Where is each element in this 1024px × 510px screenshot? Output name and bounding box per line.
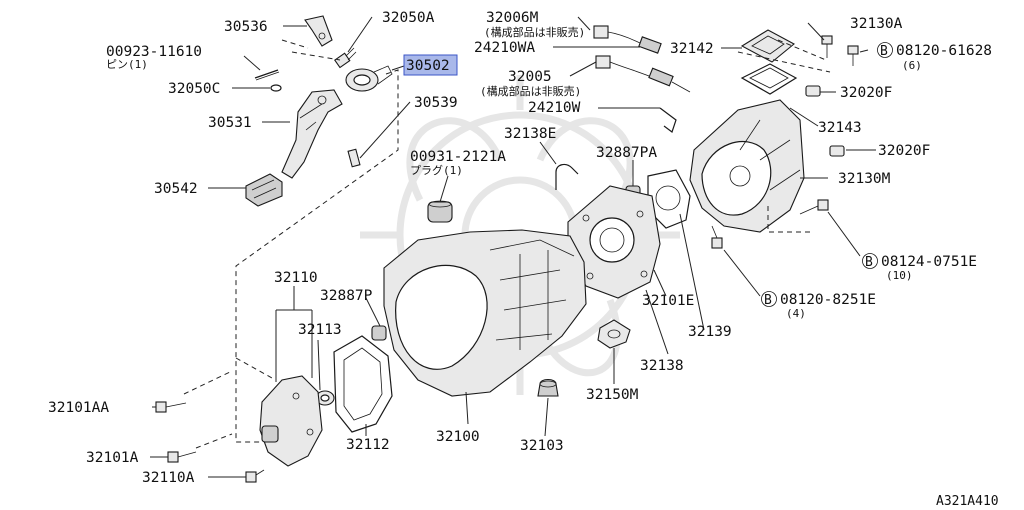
part-32103-shape [537,378,559,397]
qty-08120-61628: (6) [902,59,922,72]
part-30539-shape [347,148,361,168]
label-32887PA: 32887PA [596,145,657,161]
part-30536-shape [304,15,333,47]
bolt-ref-08120-61628: B [877,42,893,59]
bolt-ref-08120-8251E: B [761,291,777,308]
note-32005: (構成部品は非販売) [480,84,581,98]
label-32130A: 32130A [850,16,903,32]
part-32050C-shape [270,84,282,92]
label-24210W: 24210W [528,100,581,116]
label-32138E: 32138E [504,126,556,142]
label-00931-2121A: 00931-2121A [410,149,506,165]
label-32020F-top: 32020F [840,85,892,101]
label-32143: 32143 [818,120,862,136]
label-08120-8251E: 08120-8251E [780,292,876,308]
part-24210W-shape [659,107,677,133]
label-32101A: 32101A [86,450,139,466]
part-30542-shape [245,173,283,207]
label-32887P: 32887P [320,288,373,304]
part-32101E-shape [567,185,661,299]
label-24210WA: 24210WA [474,40,535,56]
label-32100: 32100 [436,429,480,445]
label-32101AA: 32101AA [48,400,109,416]
part-32142-shape [740,29,795,63]
label-32050C: 32050C [168,81,220,97]
part-32101AA-shape [155,401,187,413]
part-32020F-top-shape [805,85,821,97]
label-32138: 32138 [640,358,684,374]
note-00931-2121A: プラグ(1) [410,163,463,177]
part-32006M-shape [593,25,662,54]
part-32110A-shape [245,469,265,483]
part-32887P-shape [371,325,387,341]
leader-lines [150,16,876,478]
label-08120-61628: 08120-61628 [896,43,992,59]
part-32101A-shape [167,451,197,463]
bolt-marker: B [880,44,888,59]
part-32005-shape [595,55,691,93]
label-32050A: 32050A [382,10,435,26]
label-32112: 32112 [346,437,390,453]
part-32110-shape [259,375,323,467]
label-30502[interactable]: 30502 [406,58,450,74]
bolt-marker: B [865,255,873,270]
part-32050A-shape [334,47,357,69]
label-32150M: 32150M [586,387,639,403]
part-32100-shape [383,229,587,397]
label-32020F-mid: 32020F [878,143,930,159]
assembly-guides [183,39,831,449]
part-32112-shape [333,335,393,433]
part-08120-61628-shape [847,45,859,66]
part-08120-8251E-shape [711,225,723,249]
label-32110: 32110 [274,270,318,286]
note-32006M: (構成部品は非販売) [484,25,585,39]
bolt-marker: B [764,293,772,308]
label-32005: 32005 [508,69,552,85]
label-32130M: 32130M [838,171,891,187]
note-00923-11610: ピン(1) [106,58,148,71]
label-32006M: 32006M [486,10,539,26]
bolt-ref-08124-0751E: B [862,253,878,270]
part-00923-11610-shape [254,69,280,81]
label-00923-11610: 00923-11610 [106,44,202,60]
label-30531: 30531 [208,115,252,131]
highlight-30502[interactable] [403,54,458,76]
part-32020F-mid-shape [829,145,845,157]
part-08124-0751E-shape [799,199,829,215]
part-32130M-shape [689,99,805,233]
label-32101E: 32101E [642,293,694,309]
label-30542: 30542 [154,181,198,197]
qty-08124-0751E: (10) [886,269,913,282]
part-00931-2121A-shape [427,200,453,223]
label-30539: 30539 [414,95,458,111]
label-30536: 30536 [224,19,268,35]
label-32139: 32139 [688,324,732,340]
diagram-id: A321A410 [936,494,999,509]
label-32110A: 32110A [142,470,195,486]
part-32138E-shape [555,163,579,190]
part-32150M-shape [597,319,631,349]
label-32103: 32103 [520,438,564,454]
qty-08120-8251E: (4) [786,307,806,320]
part-30531-shape [281,89,343,179]
label-08124-0751E: 08124-0751E [881,254,977,270]
part-32143-shape [740,63,798,95]
part-32130A-shape [821,35,833,58]
label-32142: 32142 [670,41,714,57]
part-30502-shape [345,65,393,92]
label-32113: 32113 [298,322,342,338]
